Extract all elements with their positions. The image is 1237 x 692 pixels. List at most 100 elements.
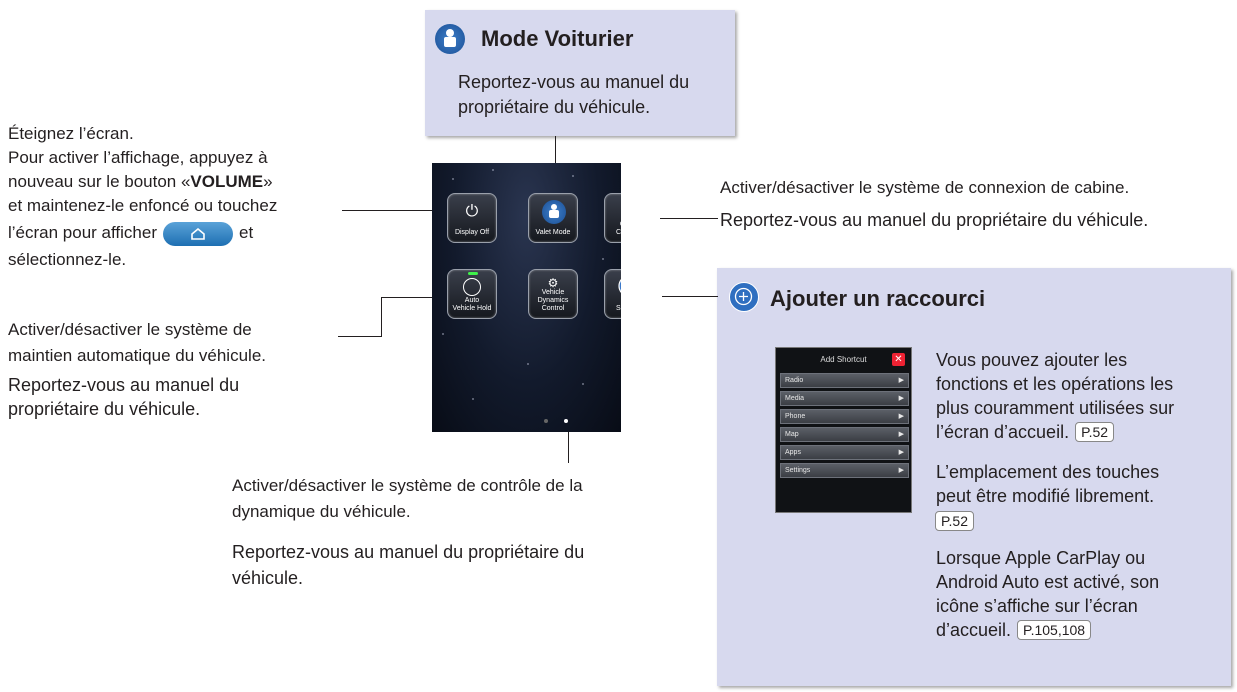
shortcut-p2-2: peut être modifié librement.	[936, 486, 1155, 506]
arrow-right-icon: ▶	[898, 449, 904, 456]
arrow-right-icon: ▶	[898, 395, 904, 402]
auto-hold-line-2: maintien automatique du véhicule.	[8, 346, 266, 365]
shortcut-p1-1: Vous pouvez ajouter les	[936, 350, 1128, 370]
add-shortcut-panel-title: Add Shortcut	[820, 355, 867, 364]
display-off-line-5a: l’écran pour afficher	[8, 223, 157, 242]
tile-label: Valet Mode	[535, 229, 571, 236]
vdc-icon: ⚙	[547, 276, 559, 290]
shortcut-p3-2: Android Auto est activé, son	[936, 572, 1160, 592]
display-off-line-4: et maintenez-le enfoncé ou touchez	[8, 196, 278, 215]
display-off-connector	[342, 210, 448, 211]
page-ref-link[interactable]: P.52	[935, 511, 974, 531]
star	[472, 398, 474, 400]
display-off-tile[interactable]: ⏻ Display Off	[447, 193, 497, 243]
avh-circle-icon	[463, 278, 481, 296]
page-indicator-dot-active	[564, 419, 568, 423]
add-shortcut-panel: Add Shortcut ✕ Radio▶ Media▶ Phone▶ Map▶…	[775, 347, 912, 513]
display-off-line-1: Éteignez l’écran.	[8, 124, 134, 143]
add-shortcut-tile[interactable]: Add Shortcut	[604, 269, 621, 319]
valet-mode-text-2: propriétaire du véhicule.	[458, 97, 651, 117]
row-label: Settings	[785, 467, 811, 474]
shortcut-row-settings[interactable]: Settings ▶	[780, 463, 909, 478]
shortcut-p1-3: plus couramment utilisées sur	[936, 398, 1175, 418]
shortcut-p1-4: l’écran d’accueil.P.52	[936, 420, 1115, 444]
arrow-right-icon: ▶	[898, 467, 904, 474]
tile-label: Cabin Connect	[615, 221, 621, 236]
shortcut-p3-4-text: d’accueil.	[936, 620, 1012, 640]
auto-vehicle-hold-tile[interactable]: Auto Vehicle Hold	[447, 269, 497, 319]
plus-circle-icon	[605, 275, 621, 302]
row-label: Radio	[785, 377, 804, 384]
shortcut-p3-1: Lorsque Apple CarPlay ou	[936, 548, 1146, 568]
row-label: Media	[785, 395, 805, 402]
shortcut-row-apps[interactable]: Apps ▶	[780, 445, 909, 460]
row-label: Apps	[785, 449, 801, 456]
arrow-right-icon: ▶	[898, 377, 904, 384]
star	[527, 363, 529, 365]
cabin-connect-line-2: Reportez-vous au manuel du propriétaire …	[720, 210, 1149, 230]
vdc-line-3: Reportez-vous au manuel du propriétaire …	[232, 542, 585, 562]
display-off-line-3-start: nouveau sur le bouton «	[8, 172, 191, 191]
vdc-line-2: dynamique du véhicule.	[232, 502, 411, 521]
star	[442, 333, 444, 335]
arrow-right-icon: ▶	[898, 431, 904, 438]
plus-circle-icon	[729, 282, 759, 312]
auto-hold-line-1: Activer/désactiver le système de	[8, 320, 252, 339]
vdc-line-1: Activer/désactiver le système de contrôl…	[232, 476, 583, 495]
tile-label: Vehicle Dynamics Control	[537, 289, 569, 312]
star	[602, 258, 604, 260]
power-icon: ⏻	[465, 203, 479, 220]
valet-icon	[542, 200, 566, 224]
valet-mode-text-1: Reportez-vous au manuel du	[458, 72, 690, 92]
status-led	[468, 272, 478, 275]
shortcut-p1-4-text: l’écran d’accueil.	[936, 422, 1070, 442]
display-off-line-6: sélectionnez-le.	[8, 250, 127, 269]
home-screen: ⏻ Display Off Valet Mode ⩘⩘ Cabin Connec…	[432, 163, 621, 432]
display-off-line-2: Pour activer l’affichage, appuyez à	[8, 148, 268, 167]
tile-label: Display Off	[454, 229, 490, 236]
cabin-connect-connector	[660, 218, 718, 219]
valet-mode-tile[interactable]: Valet Mode	[528, 193, 578, 243]
add-shortcut-title: Ajouter un raccourci	[770, 286, 986, 311]
star	[492, 169, 494, 171]
shortcut-p3-4: d’accueil.P.105,108	[936, 618, 1092, 642]
auto-hold-connector-h1	[338, 336, 381, 337]
star	[572, 175, 574, 177]
star	[452, 178, 454, 180]
display-off-line-3: nouveau sur le bouton «VOLUME»	[8, 170, 273, 194]
vehicle-dynamics-control-tile[interactable]: ⚙ Vehicle Dynamics Control	[528, 269, 578, 319]
display-off-line-3-end: »	[263, 172, 273, 191]
auto-hold-connector-h2	[381, 297, 453, 298]
home-button-icon	[163, 221, 233, 246]
row-label: Phone	[785, 413, 806, 420]
row-label: Map	[785, 431, 799, 438]
auto-hold-line-4: propriétaire du véhicule.	[8, 399, 201, 419]
shortcut-p1-2: fonctions et les opérations les	[936, 374, 1174, 394]
valet-mode-box: Mode Voiturier Reportez-vous au manuel d…	[425, 10, 735, 136]
auto-hold-connector-v	[381, 297, 382, 337]
auto-hold-line-3: Reportez-vous au manuel du	[8, 375, 240, 395]
add-shortcut-connector	[662, 296, 718, 297]
shortcut-p2-3: P.52	[929, 509, 974, 533]
page-indicator-dot	[544, 419, 548, 423]
volume-label: VOLUME	[190, 172, 264, 191]
shortcut-row-media[interactable]: Media ▶	[780, 391, 909, 406]
close-icon[interactable]: ✕	[892, 353, 905, 366]
avh-icon	[448, 278, 496, 301]
page-ref-link[interactable]: P.52	[1075, 422, 1115, 442]
shortcut-row-radio[interactable]: Radio ▶	[780, 373, 909, 388]
display-off-line-5: l’écran pour afficher et	[8, 221, 253, 246]
cabin-connect-icon: ⩘⩘	[605, 203, 621, 221]
page-ref-link[interactable]: P.105,108	[1017, 620, 1092, 640]
tile-label: Auto Vehicle Hold	[452, 297, 492, 312]
cabin-connect-tile[interactable]: ⩘⩘ Cabin Connect	[604, 193, 621, 243]
display-off-line-5b: et	[239, 223, 254, 242]
star	[582, 383, 584, 385]
valet-icon	[435, 24, 465, 54]
valet-mode-title: Mode Voiturier	[481, 26, 634, 51]
cabin-connect-line-1: Activer/désactiver le système de connexi…	[720, 178, 1130, 197]
shortcut-row-map[interactable]: Map ▶	[780, 427, 909, 442]
shortcut-p3-3: icône s’affiche sur l’écran	[936, 596, 1138, 616]
shortcut-row-phone[interactable]: Phone▶	[780, 409, 909, 424]
shortcut-p2-1: L’emplacement des touches	[936, 462, 1160, 482]
